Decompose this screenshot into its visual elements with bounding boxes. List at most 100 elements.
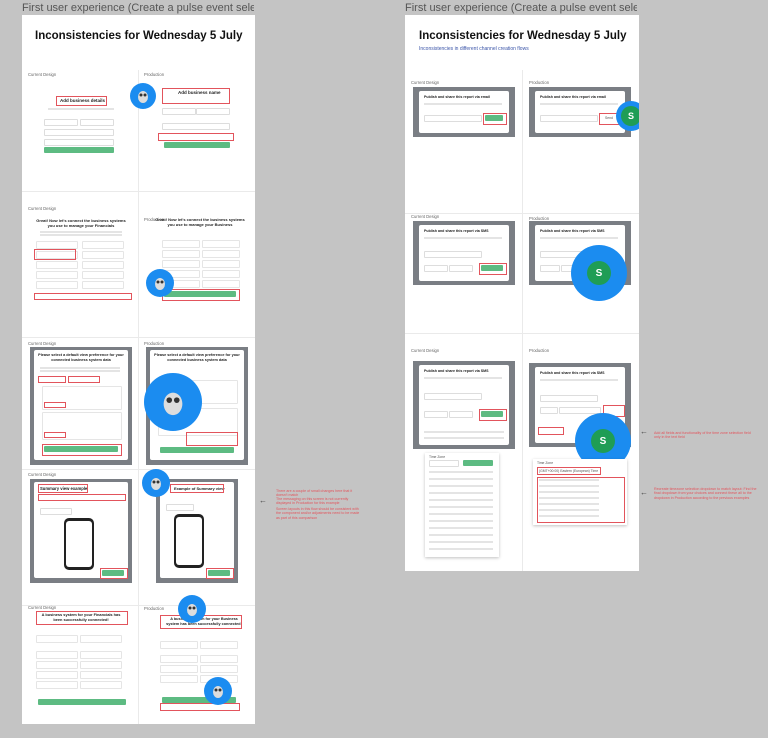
list-item[interactable] — [539, 515, 599, 517]
current-design-label: Current Design — [28, 605, 57, 610]
system-option[interactable] — [162, 250, 200, 258]
date-field[interactable] — [424, 265, 448, 272]
system-option[interactable] — [202, 280, 240, 288]
list-item[interactable] — [429, 527, 493, 529]
current-design-label: Current Design — [28, 206, 57, 211]
email-field[interactable] — [424, 115, 482, 122]
list-item[interactable] — [429, 478, 493, 480]
phone-field[interactable] — [424, 251, 482, 258]
select-view-button[interactable] — [44, 446, 118, 452]
board-title: Inconsistencies for Wednesday 5 July — [419, 30, 627, 42]
system-option[interactable] — [160, 655, 198, 663]
list-item[interactable] — [429, 541, 493, 543]
list-item[interactable] — [429, 471, 493, 473]
continue-button[interactable] — [38, 699, 126, 705]
system-option[interactable] — [36, 661, 78, 669]
time-zone-value[interactable]: (GMT+00:00) Eastern (European) Time — [539, 469, 599, 473]
date-field[interactable] — [540, 265, 560, 272]
system-option[interactable] — [36, 681, 78, 689]
business-name-field[interactable] — [162, 123, 230, 130]
list-item[interactable] — [429, 513, 493, 515]
send-button[interactable] — [481, 411, 503, 417]
modal-title: Publish and share this report via email — [424, 95, 490, 99]
last-name-field[interactable] — [196, 108, 230, 115]
list-item[interactable] — [539, 491, 599, 493]
select-view-button[interactable] — [160, 447, 234, 453]
annotation-note: The messaging on this screen is not curr… — [276, 497, 349, 506]
date-field[interactable] — [424, 411, 448, 418]
list-item[interactable] — [429, 492, 493, 494]
system-option[interactable] — [82, 271, 124, 279]
business-name-field[interactable] — [44, 129, 114, 136]
system-option[interactable] — [200, 655, 238, 663]
system-option[interactable] — [36, 251, 78, 259]
list-item[interactable] — [429, 534, 493, 536]
list-item[interactable] — [429, 520, 493, 522]
system-option[interactable] — [200, 665, 238, 673]
system-option[interactable] — [80, 681, 122, 689]
system-option[interactable] — [162, 260, 200, 268]
system-option[interactable] — [202, 270, 240, 278]
system-option[interactable] — [160, 665, 198, 673]
first-name-field[interactable] — [162, 108, 196, 115]
list-item[interactable] — [429, 499, 493, 501]
system-option[interactable] — [80, 661, 122, 669]
system-option[interactable] — [82, 241, 124, 249]
system-option[interactable] — [36, 671, 78, 679]
list-item[interactable] — [539, 497, 599, 499]
next-button[interactable] — [102, 570, 124, 576]
send-button[interactable] — [481, 265, 503, 271]
email-field[interactable] — [540, 115, 598, 122]
system-option[interactable] — [80, 651, 122, 659]
connected-system-row — [160, 641, 198, 649]
system-option[interactable] — [202, 260, 240, 268]
system-option[interactable] — [80, 671, 122, 679]
system-option[interactable] — [162, 240, 200, 248]
list-item[interactable] — [429, 485, 493, 487]
system-option[interactable] — [36, 651, 78, 659]
system-option[interactable] — [36, 271, 78, 279]
time-field[interactable] — [449, 411, 473, 418]
view-option[interactable] — [42, 386, 122, 410]
placeholder-line — [40, 370, 120, 372]
list-item[interactable] — [539, 485, 599, 487]
system-option[interactable] — [36, 241, 78, 249]
date-field[interactable] — [540, 407, 558, 414]
list-item[interactable] — [429, 506, 493, 508]
system-option[interactable] — [202, 240, 240, 248]
list-item[interactable] — [539, 509, 599, 511]
list-item[interactable] — [539, 479, 599, 481]
first-name-field[interactable] — [44, 119, 78, 126]
time-field[interactable] — [449, 265, 473, 272]
phone-field[interactable] — [540, 395, 598, 402]
system-option[interactable] — [36, 281, 78, 289]
modal-title: Publish and share this report via SMS — [540, 229, 605, 233]
highlight-box — [34, 293, 132, 300]
view-select[interactable] — [166, 504, 194, 511]
time-zone-field[interactable] — [559, 407, 601, 414]
list-item[interactable] — [429, 548, 493, 550]
phone-field[interactable] — [424, 393, 482, 400]
view-select[interactable] — [40, 508, 72, 515]
last-name-field[interactable] — [80, 119, 114, 126]
send-button[interactable] — [463, 460, 493, 466]
send-button[interactable]: Send — [605, 116, 613, 120]
system-option[interactable] — [82, 251, 124, 259]
system-option[interactable] — [160, 675, 198, 683]
send-button[interactable] — [485, 115, 503, 121]
system-option[interactable] — [82, 261, 124, 269]
owl-avatar-icon — [144, 373, 202, 431]
system-option[interactable] — [36, 261, 78, 269]
system-option[interactable] — [82, 281, 124, 289]
annotation-note: Recreate timezone selection dropdown to … — [654, 487, 757, 500]
position-field[interactable] — [44, 139, 114, 146]
view-option[interactable] — [42, 412, 122, 440]
continue-button[interactable] — [164, 142, 230, 148]
continue-button[interactable] — [44, 147, 114, 153]
system-option[interactable] — [202, 250, 240, 258]
next-button[interactable] — [208, 570, 230, 576]
continue-button[interactable] — [162, 697, 236, 703]
time-zone-select[interactable] — [429, 460, 459, 467]
list-item[interactable] — [539, 503, 599, 505]
continue-button[interactable] — [164, 291, 236, 297]
